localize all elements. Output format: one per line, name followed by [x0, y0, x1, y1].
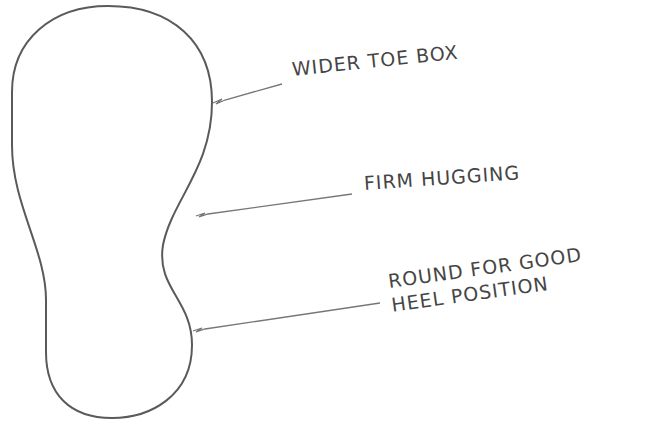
- annotation-note: ROUND FOR GOOD HEEL POSITION: [387, 242, 597, 318]
- insole-outline: [12, 6, 212, 418]
- annotation-note: FIRM HUGGING: [363, 161, 521, 196]
- annotation-note: WIDER TOE BOX: [291, 41, 460, 82]
- leader-line: [213, 84, 282, 104]
- leader-line: [196, 194, 352, 217]
- leader-line: [193, 303, 380, 332]
